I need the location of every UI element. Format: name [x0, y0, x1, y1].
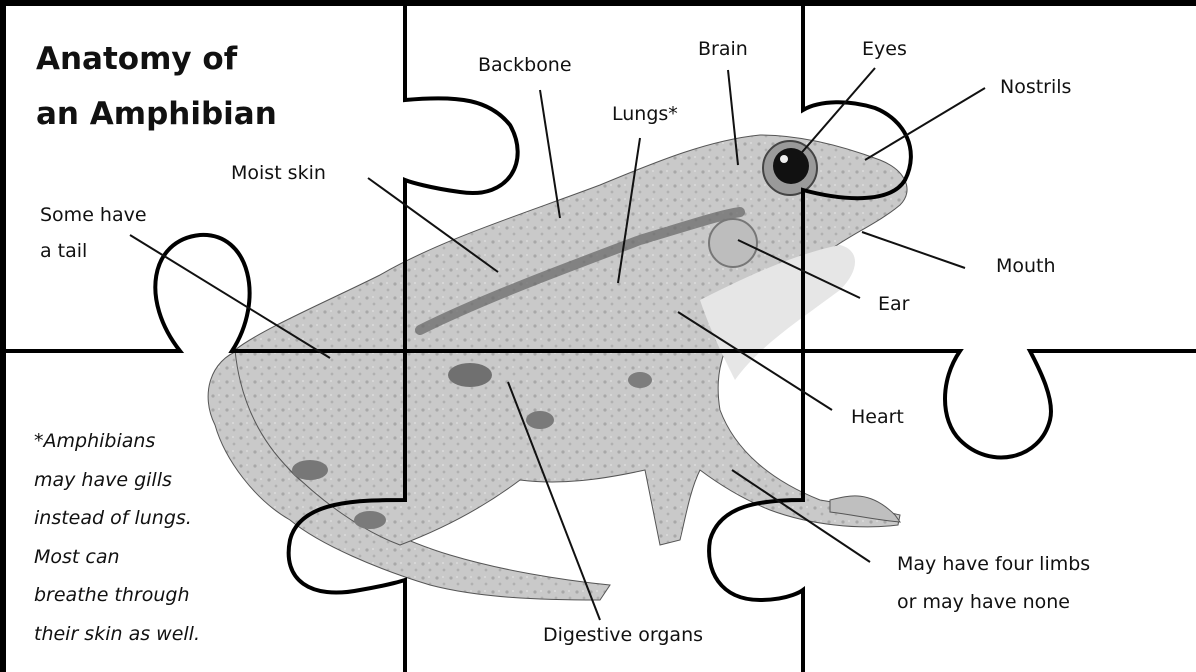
- frog-spot: [526, 411, 554, 429]
- frog-spot: [628, 372, 652, 388]
- label-limbs-line-2: or may have none: [897, 593, 1070, 612]
- footnote-line-6: their skin as well.: [34, 625, 200, 644]
- label-heart: Heart: [851, 408, 904, 427]
- label-nostrils: Nostrils: [1000, 78, 1071, 97]
- label-ear: Ear: [878, 295, 909, 314]
- diagram-title-line-2: an Amphibian: [36, 99, 277, 130]
- footnote-line-5: breathe through: [34, 586, 190, 605]
- frog-spot: [292, 460, 328, 480]
- footnote-line-2: may have gills: [34, 471, 172, 490]
- label-lungs: Lungs*: [612, 105, 678, 124]
- label-digestive-organs: Digestive organs: [543, 626, 703, 645]
- frog-eardrum: [709, 219, 757, 267]
- frog-eye: [773, 148, 809, 184]
- label-moist-skin: Moist skin: [231, 164, 326, 183]
- diagram-title-line-1: Anatomy of: [36, 44, 237, 75]
- frog-eye-glint: [780, 155, 788, 163]
- label-brain: Brain: [698, 40, 748, 59]
- label-limbs-line-1: May have four limbs: [897, 555, 1090, 574]
- footnote-line-3: instead of lungs.: [34, 509, 192, 528]
- footnote-line-4: Most can: [34, 548, 120, 567]
- frog-spot: [448, 363, 492, 387]
- label-eyes: Eyes: [862, 40, 907, 59]
- label-mouth: Mouth: [996, 257, 1056, 276]
- label-tail-line-2: a tail: [40, 242, 87, 261]
- frog-spot: [354, 511, 386, 529]
- label-backbone: Backbone: [478, 56, 572, 75]
- label-tail-line-1: Some have: [40, 206, 147, 225]
- footnote-line-1: *Amphibians: [34, 432, 155, 451]
